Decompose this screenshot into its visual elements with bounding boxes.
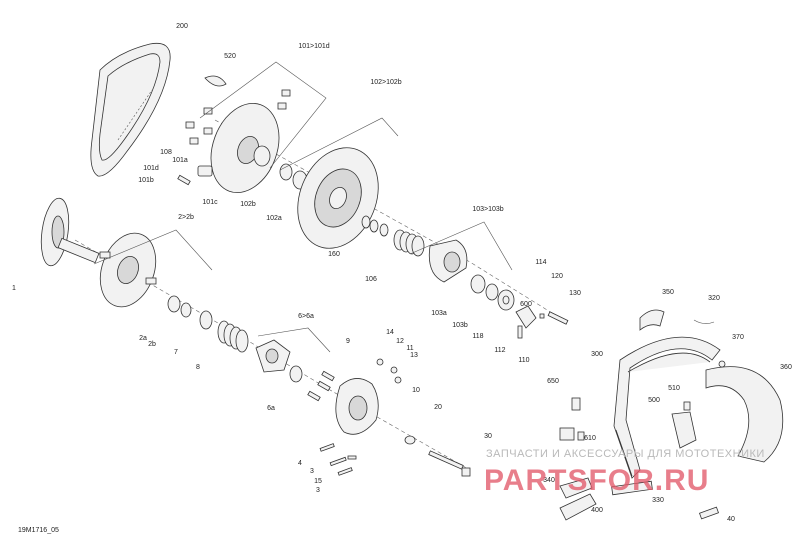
callout-10: 10 [412, 387, 420, 394]
callout-120: 120 [551, 273, 563, 280]
callout-3a: 3 [310, 468, 314, 475]
callout-40: 40 [727, 516, 735, 523]
callout-102b: 102b [240, 201, 256, 208]
callout-12: 12 [396, 338, 404, 345]
driven-spring [393, 229, 425, 257]
callout-103b: 103b [452, 322, 468, 329]
driven-fixed-sheave [177, 75, 291, 193]
callout-101a: 101a [172, 157, 188, 164]
callout-3b: 3 [316, 487, 320, 494]
callout-103-103b: 103>103b [472, 206, 503, 213]
callout-118: 118 [472, 333, 483, 340]
callout-14: 14 [386, 329, 394, 336]
callout-320: 320 [708, 295, 720, 302]
callout-2-2b: 2>2b [178, 214, 194, 221]
callout-15: 15 [314, 478, 322, 485]
callout-2a: 2a [139, 335, 147, 342]
callout-200: 200 [176, 23, 188, 30]
callout-7: 7 [174, 349, 178, 356]
callout-160: 160 [328, 251, 340, 258]
callout-510: 510 [668, 385, 680, 392]
drive-spring [217, 320, 249, 353]
callout-350: 350 [662, 289, 674, 296]
callout-20: 20 [434, 404, 442, 411]
diagram-id: 19M1716_05 [18, 527, 59, 534]
callout-101d: 101d [143, 165, 159, 172]
callout-400: 400 [591, 507, 603, 514]
callout-520: 520 [224, 53, 236, 60]
callout-500: 500 [648, 397, 660, 404]
driven-cam [428, 239, 468, 283]
callout-1: 1 [12, 285, 16, 292]
callout-2b: 2b [148, 341, 156, 348]
drive-fixed-sheave [40, 197, 100, 267]
watermark-logo: PARTSFOR.RU [484, 464, 709, 497]
watermark-tagline: ЗАПЧАСТИ И АКСЕССУАРЫ ДЛЯ МОТОТЕХНИКИ [486, 448, 765, 460]
callout-106: 106 [365, 276, 377, 283]
callout-101b: 101b [138, 177, 154, 184]
outer-guard [705, 366, 784, 463]
driven-movable-sheave [297, 147, 379, 249]
callout-101-101d: 101>101d [298, 43, 329, 50]
drive-movable-sheave [99, 232, 157, 308]
belt-guard [613, 336, 721, 479]
callout-108: 108 [160, 149, 172, 156]
callout-650: 650 [547, 378, 559, 385]
callout-8: 8 [196, 364, 200, 371]
callout-102-102b: 102>102b [370, 79, 401, 86]
callout-101c: 101c [202, 199, 218, 206]
callout-130: 130 [569, 290, 581, 297]
callout-6a: 6a [267, 405, 275, 412]
callout-110: 110 [518, 357, 529, 364]
callout-9: 9 [346, 338, 350, 345]
callout-103a: 103a [431, 310, 447, 317]
callout-102a: 102a [266, 215, 282, 222]
callout-4: 4 [298, 460, 302, 467]
drive-bolt [428, 450, 471, 477]
callout-114: 114 [535, 259, 546, 266]
callout-370: 370 [732, 334, 744, 341]
callout-13: 13 [410, 352, 418, 359]
drive-spider [255, 339, 291, 373]
callout-360: 360 [780, 364, 792, 371]
callout-labels: 200520101>101d102>102b108101a101d101b101… [12, 23, 792, 523]
callout-112: 112 [494, 347, 505, 354]
callout-340: 340 [543, 477, 555, 484]
callout-11: 11 [406, 345, 413, 352]
callout-610: 610 [584, 435, 596, 442]
drive-belt [90, 42, 171, 177]
governor-cup [335, 378, 379, 435]
callout-300: 300 [591, 351, 603, 358]
callout-330: 330 [652, 497, 664, 504]
callout-6-6a: 6>6a [298, 313, 314, 320]
callout-30: 30 [484, 433, 492, 440]
callout-600: 600 [520, 301, 532, 308]
